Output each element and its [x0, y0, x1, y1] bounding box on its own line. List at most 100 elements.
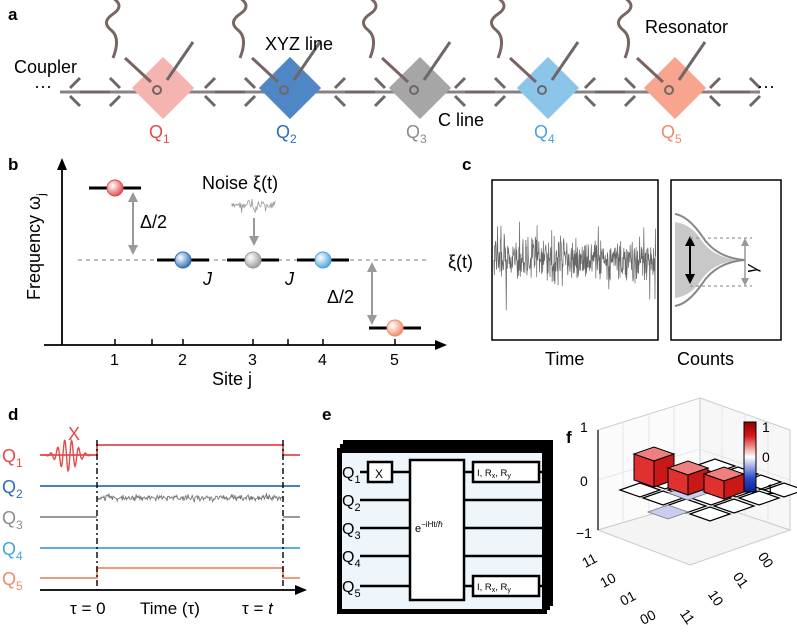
coupler-1	[68, 76, 122, 108]
tau-zero-label: τ = 0	[70, 599, 106, 618]
trace-label-q1: Q1	[2, 446, 23, 470]
resonator-2	[232, 0, 248, 59]
squid-4	[537, 85, 547, 95]
site-5-dot	[386, 319, 404, 337]
coupler-5	[583, 76, 637, 108]
time-tau-label: Time (τ)	[140, 599, 200, 618]
x-gate-label: X	[375, 467, 383, 481]
svg-text:11: 11	[677, 606, 699, 627]
svg-text:01: 01	[617, 587, 638, 609]
qubit-label-4: Q4	[534, 122, 555, 146]
x-axis-label: Site j	[212, 369, 252, 389]
squid-1	[152, 85, 162, 95]
trace-label-q3: Q3	[2, 508, 23, 532]
coupler-2	[203, 76, 257, 108]
circuit-label-q4: Q4	[342, 549, 361, 570]
axis-ticks-left: 11 10 01 00	[579, 550, 658, 628]
resonator-4	[490, 0, 506, 59]
coupler-label: Coupler	[14, 57, 77, 77]
qubit-pad-4	[516, 56, 580, 120]
x-tick-label-5: 5	[390, 352, 399, 369]
energy-levels	[89, 179, 421, 337]
signal-trace	[493, 221, 657, 311]
coupler-6	[708, 76, 762, 108]
trace-label-q5: Q5	[2, 569, 23, 593]
panel-label-b: b	[8, 155, 18, 174]
time-axis-arrow	[295, 585, 307, 595]
x-tick-label-3: 3	[248, 352, 257, 369]
panel-label-e: e	[322, 405, 331, 424]
noise-label: Noise ξ(t)	[202, 173, 278, 193]
qubit-pad-1	[131, 56, 195, 120]
rotation-gate-bottom	[471, 574, 541, 598]
squid-5	[664, 85, 674, 95]
density-matrix-bars	[618, 446, 797, 522]
site-4-dot	[314, 251, 332, 269]
noise-trace	[231, 199, 276, 213]
bar-negative-2	[646, 504, 690, 520]
trace-q5	[40, 567, 300, 579]
gamma-label: γ	[742, 263, 761, 273]
colorbar-tick-max: 1	[762, 419, 770, 435]
qubit-2	[232, 0, 322, 120]
xyz-line-3	[422, 41, 452, 81]
svg-text:10: 10	[597, 569, 618, 591]
tile-16	[762, 482, 797, 498]
circuit-label-q3: Q3	[342, 521, 361, 542]
panel-a: a ··· ··· Coupler XYZ line Resonator C l…	[8, 0, 775, 146]
gamma-guides	[690, 237, 752, 287]
couplers	[68, 76, 762, 108]
right-ellipsis: ···	[757, 76, 775, 96]
x-pulse-label: X	[68, 424, 80, 444]
rotation-gate-top-label: I, Rx, Ry	[477, 468, 511, 480]
x-pulse	[41, 438, 94, 473]
circuit-label-q5: Q5	[342, 579, 361, 600]
panel-f: f 1 0 −1 11 10 01 00 11 10	[566, 397, 797, 628]
site-1-dot	[106, 179, 124, 197]
z-tick-0: 0	[580, 473, 588, 489]
qubit-array	[105, 0, 707, 120]
squid-2	[279, 85, 289, 95]
resonator-5	[617, 0, 633, 59]
svg-text:00: 00	[637, 606, 658, 628]
qubit-label-2: Q2	[276, 122, 297, 146]
qubit-3	[362, 0, 452, 120]
unitary-label: e−iHt/ℏ	[415, 520, 443, 535]
x-tick-label-1: 1	[110, 352, 119, 369]
panel-label-a: a	[8, 5, 18, 24]
svg-text:10: 10	[705, 587, 727, 609]
trace-label-q2: Q2	[2, 477, 23, 501]
c-line-label: C line	[438, 110, 484, 130]
panel-e: e X e−iHt/ℏ I, Rx, Ry I, Rx, Ry Q1Q2Q3Q4…	[322, 405, 553, 614]
delta-label-bottom: Δ/2	[327, 287, 354, 307]
counts-label: Counts	[677, 349, 734, 369]
readout-line-1	[123, 56, 153, 84]
qubit-label-5: Q5	[661, 122, 682, 146]
rotation-gate-bottom-label: I, Rx, Ry	[477, 582, 511, 594]
delta-arrows	[128, 192, 377, 325]
resonator-label: Resonator	[645, 17, 728, 37]
xyz-line-1	[165, 41, 195, 81]
tau-t-label: τ = t	[242, 599, 274, 618]
q3-noise-trace	[96, 492, 283, 503]
coupling-j-2: J	[284, 269, 295, 289]
signal-label: ξ(t)	[448, 252, 473, 272]
time-label: Time	[545, 349, 584, 369]
readout-line-3	[380, 56, 410, 84]
readout-line-5	[635, 56, 665, 84]
unitary-gate	[408, 458, 466, 602]
colorbar-tick-min: −1	[758, 481, 774, 497]
qubit-5	[617, 0, 707, 120]
panel-c: c ξ(t) Time γ Counts	[448, 155, 782, 369]
panel-label-d: d	[8, 405, 18, 424]
colorbar	[743, 421, 757, 493]
x-tick-label-4: 4	[318, 352, 327, 369]
z-tick-neg1: −1	[576, 525, 592, 541]
site-2-dot	[174, 251, 192, 269]
bar-positive-3	[702, 466, 746, 500]
